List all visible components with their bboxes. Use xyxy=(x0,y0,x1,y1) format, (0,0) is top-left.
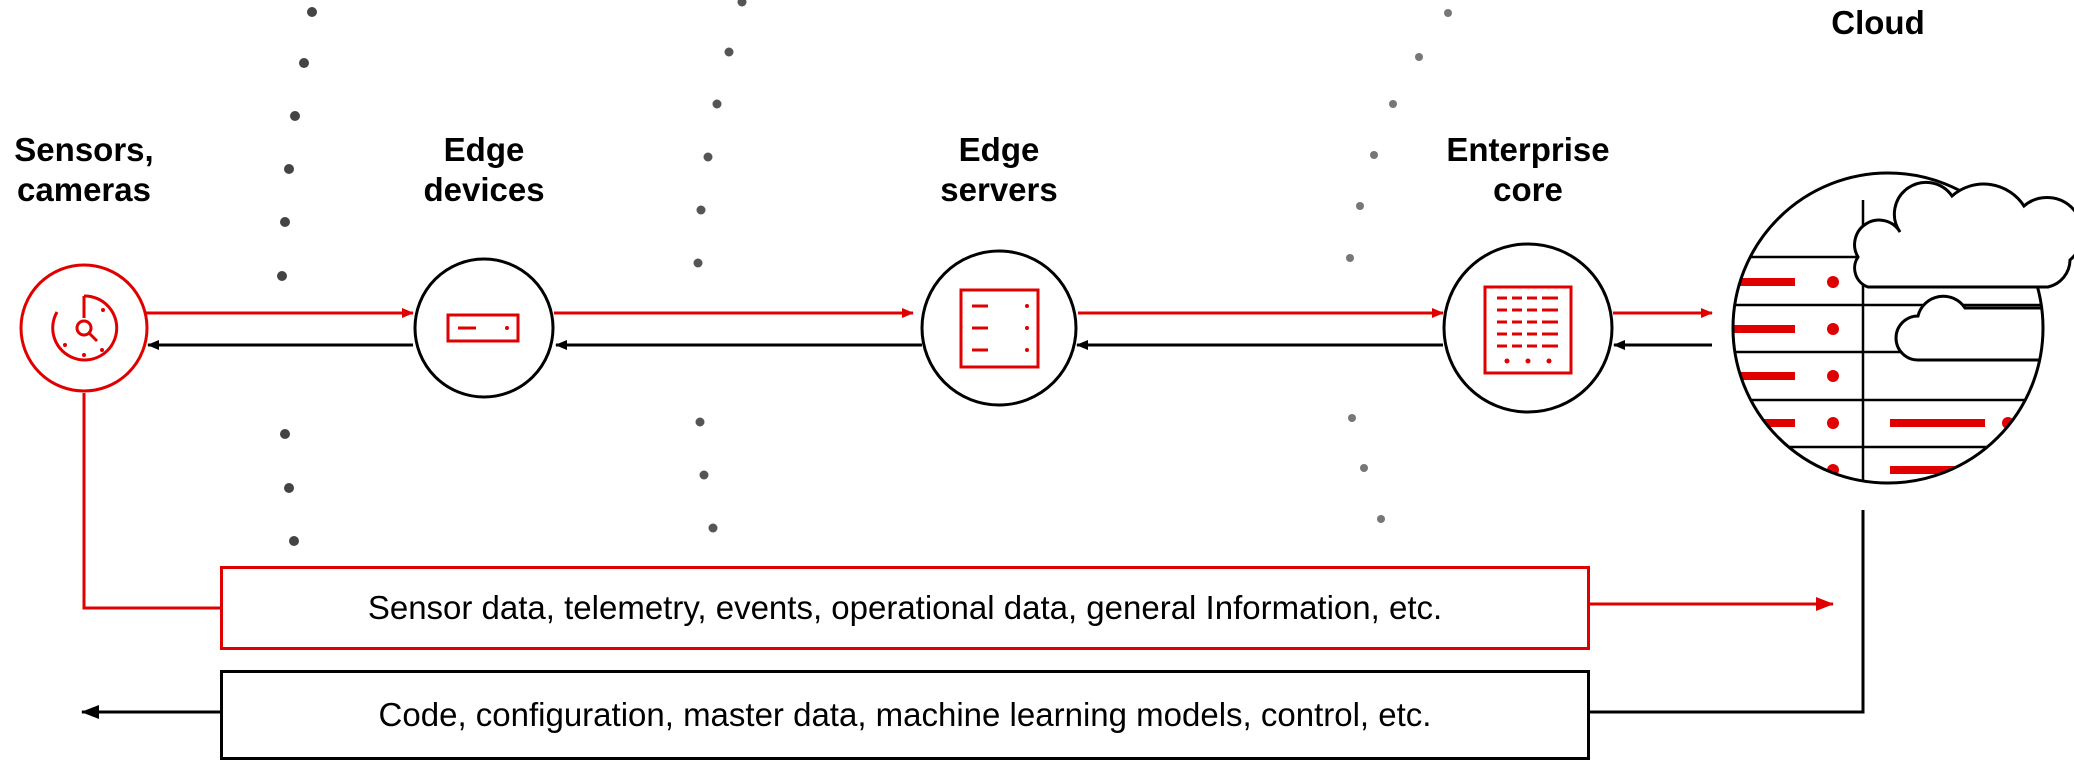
node-label-edge-servers: Edge servers xyxy=(909,130,1089,210)
cloud-datacenter-icon xyxy=(1731,171,2074,485)
node-label-sensors: Sensors, cameras xyxy=(0,130,168,210)
node-label-line: Enterprise xyxy=(1446,131,1610,168)
downstream-flow-text: Code, configuration, master data, machin… xyxy=(378,696,1432,733)
downstream-flow-box: Code, configuration, master data, machin… xyxy=(220,670,1590,760)
upstream-flow-box: Sensor data, telemetry, events, operatio… xyxy=(220,566,1590,650)
node-label-line: servers xyxy=(940,171,1058,208)
node-label-line: Edge xyxy=(958,131,1040,168)
upstream-flow-text: Sensor data, telemetry, events, operatio… xyxy=(367,589,1443,626)
sensor-dial-icon xyxy=(19,263,149,393)
edge-device-icon xyxy=(413,257,555,399)
node-label-edge-devices: Edge devices xyxy=(399,130,569,210)
node-label-line: cameras xyxy=(17,171,151,208)
separator-dots-3 xyxy=(1346,9,1452,523)
upstream-flow-connector-left xyxy=(82,393,220,610)
node-label-line: Cloud xyxy=(1831,4,1925,41)
node-label-line: Edge xyxy=(443,131,525,168)
node-label-line: core xyxy=(1493,171,1563,208)
node-label-cloud: Cloud xyxy=(1808,3,1948,43)
separator-dots-2 xyxy=(693,0,747,533)
node-label-line: devices xyxy=(423,171,545,208)
enterprise-rack-icon xyxy=(1442,242,1614,414)
node-label-enterprise-core: Enterprise core xyxy=(1413,130,1643,210)
node-label-line: Sensors, xyxy=(14,131,154,168)
separator-dots-1 xyxy=(277,7,317,546)
downstream-flow-connector-right xyxy=(1590,510,1865,714)
edge-server-icon xyxy=(920,249,1078,407)
